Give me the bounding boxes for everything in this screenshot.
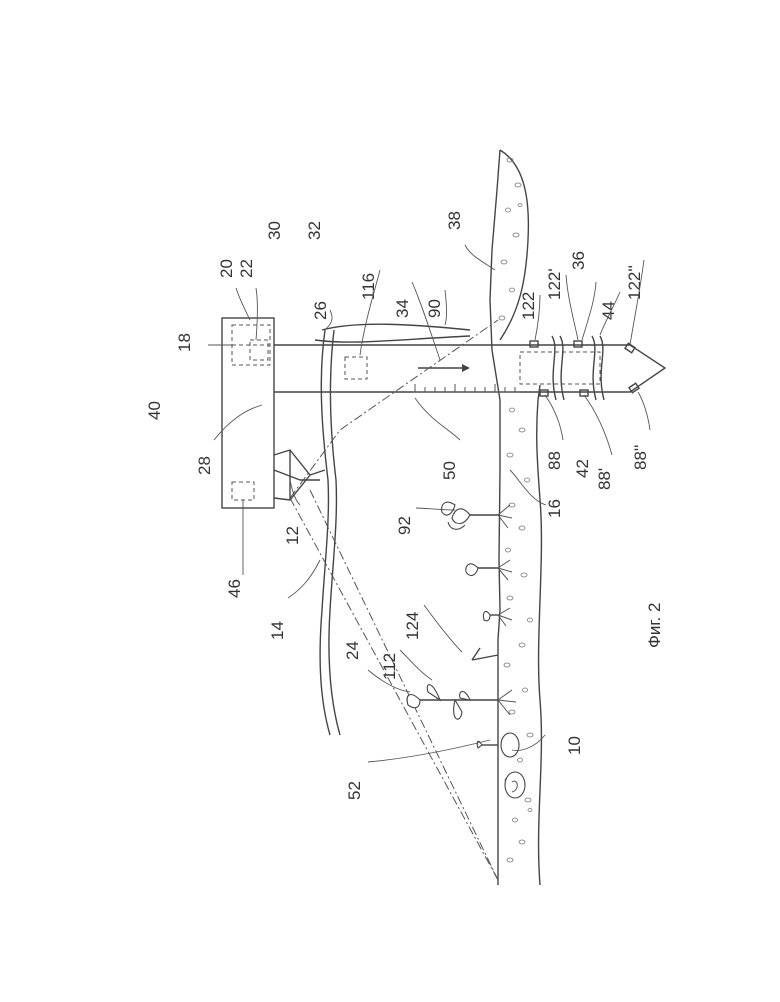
label-40: 40 <box>145 401 164 420</box>
drawing-body <box>222 150 665 885</box>
label-38: 38 <box>445 211 464 230</box>
label-18: 18 <box>175 333 194 352</box>
label-46: 46 <box>225 579 244 598</box>
label-12: 12 <box>283 526 302 545</box>
soil-lower-boundary <box>537 385 542 885</box>
label-22: 22 <box>237 259 256 278</box>
label-32: 32 <box>305 221 324 240</box>
label-26: 26 <box>311 301 330 320</box>
camera-box-46 <box>232 482 254 500</box>
label-88: 88 <box>545 451 564 470</box>
handle-strap <box>320 330 330 735</box>
label-122-prime: 122' <box>545 268 564 300</box>
label-42: 42 <box>573 459 592 478</box>
sensor-pad-88 <box>540 390 548 396</box>
module-box-22 <box>250 340 268 360</box>
weed-124 <box>472 648 498 660</box>
probe-head-housing <box>222 318 274 508</box>
label-14: 14 <box>268 621 287 640</box>
label-28: 28 <box>195 456 214 475</box>
plant-mid-2 <box>483 608 512 626</box>
cable-26 <box>322 324 470 330</box>
label-50: 50 <box>440 461 459 480</box>
label-122-double-prime: 122'' <box>625 265 644 300</box>
depth-scale <box>412 384 520 392</box>
sensor-pad-122p <box>574 341 582 347</box>
label-34: 34 <box>393 299 412 318</box>
sensor-box-116 <box>345 357 367 379</box>
label-30: 30 <box>265 221 284 240</box>
plant-10 <box>477 733 525 798</box>
label-122: 122 <box>519 292 538 320</box>
label-36: 36 <box>569 251 588 270</box>
plant-92 <box>442 502 512 529</box>
label-88-double-prime: 88'' <box>631 445 650 470</box>
ground-surface-line <box>490 150 500 885</box>
probe-shaft <box>274 345 665 392</box>
label-92: 92 <box>395 516 414 535</box>
field-of-view-14-edge <box>310 490 498 880</box>
control-unit-box-20 <box>232 325 270 365</box>
mount-12 <box>274 450 325 500</box>
sensor-pad-122 <box>530 341 538 347</box>
label-90: 90 <box>425 299 444 318</box>
label-88-prime: 88' <box>595 468 614 490</box>
plant-mid-1 <box>466 560 512 580</box>
label-124: 124 <box>403 612 422 640</box>
sensor-section-42 <box>520 352 600 384</box>
label-24: 24 <box>343 641 362 660</box>
label-112: 112 <box>380 653 399 680</box>
label-52: 52 <box>345 781 364 800</box>
figure-caption: Фиг. 2 <box>645 603 664 648</box>
plant-24-112 <box>407 685 516 720</box>
label-10: 10 <box>565 736 584 755</box>
cable-14 <box>315 336 470 342</box>
label-16: 16 <box>545 499 564 518</box>
reference-labels: 10 12 14 16 18 20 22 24 26 28 30 32 34 3… <box>145 211 650 800</box>
label-20: 20 <box>217 259 236 278</box>
